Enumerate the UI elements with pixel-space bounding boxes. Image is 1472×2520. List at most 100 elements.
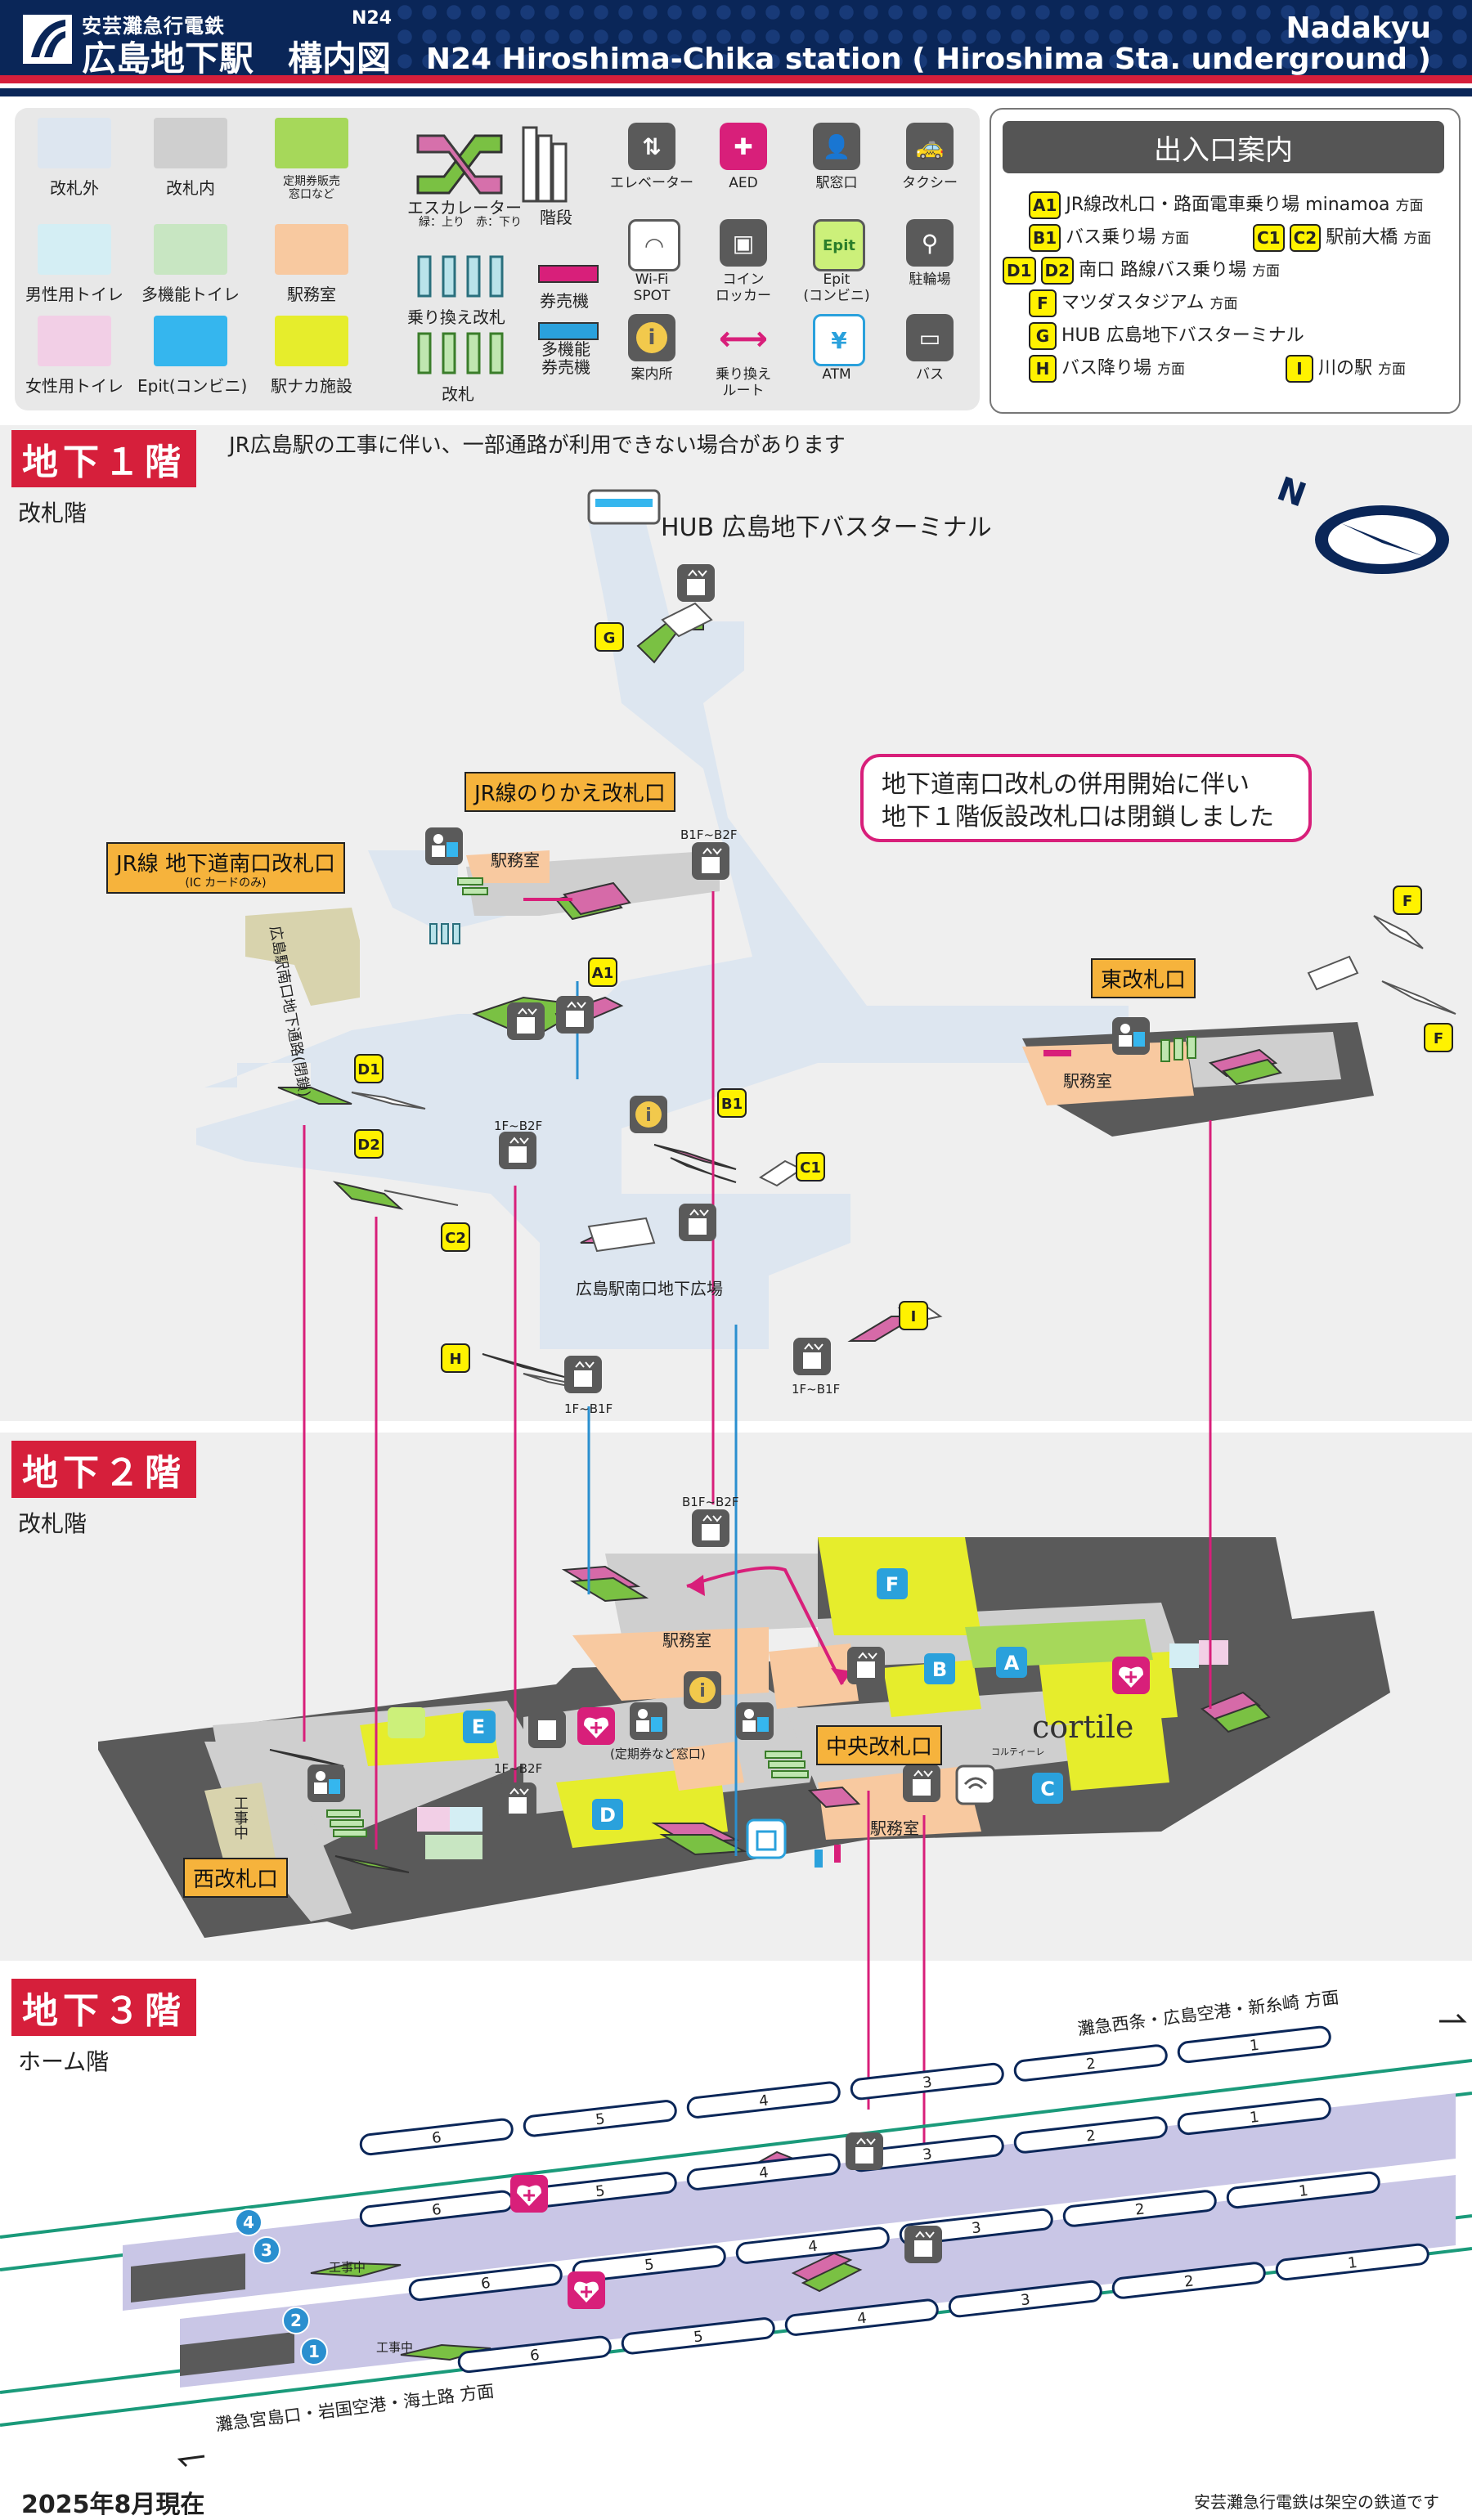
b1-gates	[457, 877, 1196, 1062]
exit-suffix: 方面	[1209, 296, 1238, 312]
b1-closure-notice: 地下道南口改札の併用開始に伴い 地下１階仮設改札口は閉鎖しました	[860, 754, 1312, 842]
exit-destination: 川の駅	[1318, 358, 1378, 379]
b1-jr-south-gate-note: (IC カードのみ)	[185, 877, 267, 890]
b1-elevator-icon-8	[793, 1338, 831, 1375]
b1-elevator-icon-3	[507, 1002, 545, 1040]
map-exit-badge-3: D2	[354, 1129, 384, 1159]
map-exit-badge-5: C1	[796, 1152, 825, 1182]
b2-station-office-label-1: 駅務室	[662, 1630, 711, 1650]
b1-station-window-icon	[425, 827, 463, 865]
b3-platform-3-4	[123, 2093, 1456, 2311]
b1-elevator-icon-7	[564, 1356, 602, 1393]
train-car: 4	[686, 2153, 841, 2190]
exits-guide-title: 出入口案内	[1003, 121, 1444, 173]
svg-text:6: 6	[529, 2347, 541, 2365]
b2-toilets	[417, 1640, 1228, 1859]
b2-area-c-label: C	[1032, 1773, 1063, 1804]
svg-text:4: 4	[807, 2238, 819, 2256]
train-car: 1	[1177, 2025, 1331, 2064]
b1-jr-south-gate-callout: JR線 地下道南口改札口 (IC カードのみ)	[106, 842, 345, 894]
platform-badge-4: 4	[235, 2208, 263, 2236]
map-exit-badge-1: A1	[588, 957, 617, 987]
wifi-icon: ◠	[628, 219, 680, 271]
b1-transfer-gates	[429, 923, 460, 944]
legend-icon-label-2: 駅窓口	[815, 175, 858, 191]
b3-aed-icon-1	[510, 2175, 548, 2213]
company-name: 安芸灘急行電鉄	[82, 15, 225, 38]
svg-text:F: F	[1434, 1030, 1443, 1047]
exit-badge: B1	[1029, 224, 1061, 252]
exit-badge: C2	[1289, 224, 1322, 252]
legend-swatch-label-6: 女性用トイレ	[25, 376, 123, 396]
b3-aed-icon-2	[568, 2271, 605, 2309]
b2-elevator-icon-1	[692, 1509, 729, 1547]
map-exit-badge-6: C2	[441, 1222, 470, 1252]
b3-construction-area-upper	[131, 2253, 245, 2303]
transfer-route-icon: ⟷	[718, 317, 769, 358]
b2-multi-ticket-machine	[815, 1850, 823, 1868]
exit-suffix: 方面	[1157, 361, 1185, 378]
b1-station-office-label-2: 駅務室	[1063, 1071, 1112, 1091]
svg-text:i: i	[699, 1681, 706, 1702]
b1-elevator-icon-1	[677, 564, 715, 602]
multi-ticket-machine-legend-icon	[538, 322, 599, 340]
escalator-legend-icon	[416, 134, 503, 195]
b3-construction-area-lower	[180, 2332, 294, 2376]
legend-icon-label-7: 駐輪場	[909, 271, 951, 288]
legend-swatch-1	[154, 118, 227, 168]
map-exit-badge-7: I	[899, 1301, 928, 1330]
svg-text:D: D	[599, 1804, 616, 1827]
b2-aed-icon-2	[577, 1707, 615, 1745]
b1-closed-passage	[245, 908, 360, 1006]
legend-swatch-8	[275, 316, 348, 366]
b2-wifi-icon	[955, 1764, 996, 1805]
b2-window-icon-1	[630, 1702, 667, 1740]
b1-closure-notice-text: 地下道南口改札の併用開始に伴い 地下１階仮設改札口は閉鎖しました	[882, 770, 1274, 832]
b1-station-office-jr	[466, 850, 550, 883]
exit-suffix: 方面	[1252, 263, 1281, 280]
svg-text:1: 1	[1249, 2037, 1260, 2055]
train-car: 3	[850, 2062, 1004, 2101]
exit-suffix: 方面	[1395, 198, 1424, 214]
info-icon: i	[628, 314, 675, 361]
map-exit-badge-4: B1	[717, 1088, 747, 1118]
train-car: 6	[408, 2263, 563, 2302]
floor-tag-b3: 地下３階	[11, 1979, 196, 2036]
b2-west-window-icon	[307, 1764, 345, 1802]
legend-icon-label-1: AED	[729, 175, 758, 191]
floor-tag-b1: 地下１階	[11, 430, 196, 487]
b1-elevator-icon-4	[556, 996, 594, 1034]
svg-text:4: 4	[758, 2092, 770, 2110]
b2-window-icon-2	[736, 1702, 774, 1740]
svg-text:5: 5	[693, 2328, 704, 2346]
b1-elevator-icon-2	[692, 842, 729, 880]
exit-badge: D1	[1003, 257, 1036, 285]
b2-epit-icon	[388, 1707, 425, 1738]
svg-text:B1: B1	[721, 1096, 743, 1113]
floor-tag-b2: 地下２階	[11, 1441, 196, 1498]
svg-text:B: B	[932, 1658, 947, 1681]
train-car: 5	[621, 2317, 775, 2355]
transfer-gate-legend-icon	[417, 255, 504, 298]
svg-text:3: 3	[922, 2074, 933, 2092]
legend-icon-label-5: コイン ロッカー	[716, 271, 771, 304]
svg-text:3: 3	[922, 2146, 933, 2164]
b2-west-gate-callout: 西改札口	[183, 1858, 289, 1898]
legend-swatch-label-7: Epit(コンビニ)	[137, 376, 248, 396]
legend-swatch-0	[38, 118, 111, 168]
b1-jr-transfer-gate-callout: JR線のりかえ改札口	[464, 772, 675, 812]
platform-badge-2: 2	[282, 2307, 310, 2334]
stairs-legend-icon	[522, 126, 568, 203]
b1-elev-1f-b1-label-1: 1F~B1F	[564, 1401, 613, 1416]
legend-swatch-3	[38, 224, 111, 275]
svg-text:3: 3	[971, 2219, 982, 2237]
